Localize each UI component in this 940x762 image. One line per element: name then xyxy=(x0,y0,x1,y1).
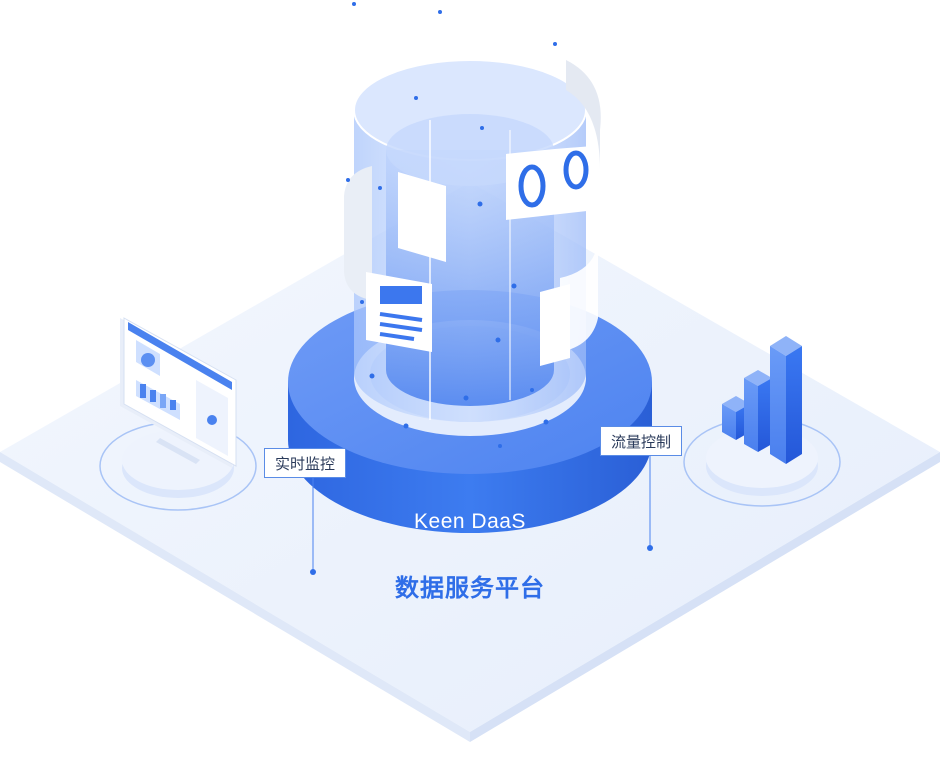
callout-flow-control: 流量控制 xyxy=(600,426,683,456)
rings-card xyxy=(506,146,596,220)
bar-chart-icon xyxy=(722,336,802,464)
panel-card xyxy=(398,172,446,262)
document-card xyxy=(366,272,432,352)
side-card xyxy=(540,284,570,366)
platform-name: Keen DaaS xyxy=(414,510,526,533)
particles xyxy=(346,2,557,448)
monitor-icon xyxy=(120,317,237,468)
callout-leader-realtime xyxy=(310,478,316,575)
platform-subtitle: 数据服务平台 xyxy=(395,574,545,602)
data-cylinder xyxy=(353,59,587,422)
callout-leader-flow xyxy=(647,456,653,551)
callout-realtime-monitoring: 实时监控 xyxy=(264,448,347,478)
